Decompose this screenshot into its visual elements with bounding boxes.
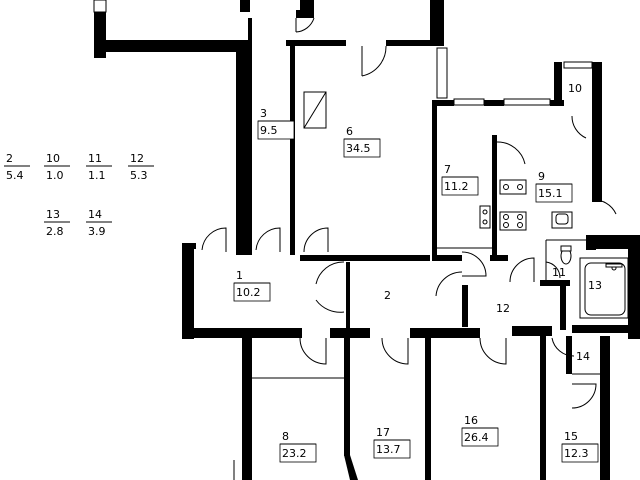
toilet-icon	[560, 245, 572, 265]
room-label-15: 15 12.3	[561, 430, 599, 463]
room-label-13: 13	[588, 279, 602, 292]
room-number: 15	[564, 430, 578, 443]
room-number: 13	[588, 279, 602, 292]
room-number: 8	[282, 430, 289, 443]
legend-room-area: 5.4	[6, 169, 24, 182]
room-number: 2	[384, 289, 391, 302]
room-label-12: 12	[496, 302, 510, 315]
vent-shaft-icon	[303, 91, 327, 129]
room-number: 1	[236, 269, 243, 282]
room-label-17: 17 13.7	[373, 426, 411, 459]
room-number: 7	[444, 163, 451, 176]
room-number: 14	[576, 350, 590, 363]
legend-entry-2: 25.4	[4, 152, 30, 182]
room-area: 34.5	[346, 142, 371, 155]
room-area: 15.1	[538, 187, 563, 200]
washbasin-icon	[551, 211, 573, 229]
door-hall-right	[315, 261, 345, 313]
door-room3-a	[201, 227, 227, 252]
fixtures	[303, 91, 623, 271]
room-label-3: 39.5	[257, 107, 295, 140]
stove-icon	[499, 179, 527, 231]
window-top-left	[93, 0, 107, 13]
door-lobby-right	[435, 271, 463, 297]
legend-room-number: 13	[46, 208, 60, 221]
room-label-9: 915.1	[535, 170, 573, 203]
legend-entry-10: 101.0	[44, 152, 70, 182]
window-room10	[563, 61, 593, 69]
door-room6	[361, 45, 387, 77]
thin-lines	[233, 239, 629, 480]
legend-entry-14: 143.9	[86, 208, 112, 238]
room-area: 23.2	[282, 447, 307, 460]
room-label-1: 110.2	[233, 269, 271, 302]
room-area: 9.5	[260, 124, 278, 137]
room-area: 10.2	[236, 286, 261, 299]
legend-room-number: 14	[88, 208, 102, 221]
legend-room-area: 2.8	[46, 225, 64, 238]
legend-room-number: 2	[6, 152, 13, 165]
door-room10	[571, 115, 587, 139]
room-label-10: 10	[568, 82, 582, 95]
window-room7	[453, 98, 485, 106]
room-number: 12	[496, 302, 510, 315]
door-room17	[381, 337, 409, 365]
room-area: 13.7	[376, 443, 401, 456]
door-room11	[545, 261, 561, 279]
door-room3-b	[255, 227, 281, 252]
window-room9	[503, 98, 551, 106]
sink-icon	[479, 205, 491, 229]
door-room8	[299, 337, 327, 365]
doors	[201, 17, 617, 409]
room-label-16: 16 26.4	[461, 414, 499, 447]
room-area: 26.4	[464, 431, 489, 444]
door-room12-a	[461, 251, 487, 277]
room-number: 17	[376, 426, 390, 439]
room-number: 6	[346, 125, 353, 138]
windows	[93, 0, 593, 106]
room-label-6: 634.5	[343, 125, 381, 158]
room-label-11: 11	[552, 266, 566, 279]
door-room9	[591, 199, 617, 215]
room-label-14: 14	[576, 350, 590, 363]
room-area: 12.3	[564, 447, 589, 460]
room-label-8: 823.2	[279, 430, 317, 463]
legend-room-number: 12	[130, 152, 144, 165]
door-room15	[571, 383, 597, 409]
bathtub-faucet-icon	[605, 263, 623, 271]
door-room3-c	[303, 227, 329, 253]
window-room6	[436, 47, 448, 99]
room-label-7: 711.2	[441, 163, 479, 196]
legend-room-number: 11	[88, 152, 102, 165]
room-number: 10	[568, 82, 582, 95]
walls	[94, 0, 640, 480]
door-room12-b	[509, 257, 535, 283]
legend-entry-12: 125.3	[128, 152, 154, 182]
door-room7	[496, 141, 526, 165]
room-number: 11	[552, 266, 566, 279]
room-number: 9	[538, 170, 545, 183]
door-room14	[551, 337, 575, 357]
room-label-2: 2	[384, 289, 391, 302]
legend-room-area: 3.9	[88, 225, 106, 238]
legend-room-area: 1.1	[88, 169, 106, 182]
room-number: 3	[260, 107, 267, 120]
legend-room-area: 5.3	[130, 169, 148, 182]
legend-room-number: 10	[46, 152, 60, 165]
room-area: 11.2	[444, 180, 469, 193]
door-top-corridor	[295, 17, 315, 33]
legend-entry-11: 111.1	[86, 152, 112, 182]
door-room16	[479, 337, 507, 365]
room-number: 16	[464, 414, 478, 427]
legend-room-area: 1.0	[46, 169, 64, 182]
legend-entry-13: 132.8	[44, 208, 70, 238]
